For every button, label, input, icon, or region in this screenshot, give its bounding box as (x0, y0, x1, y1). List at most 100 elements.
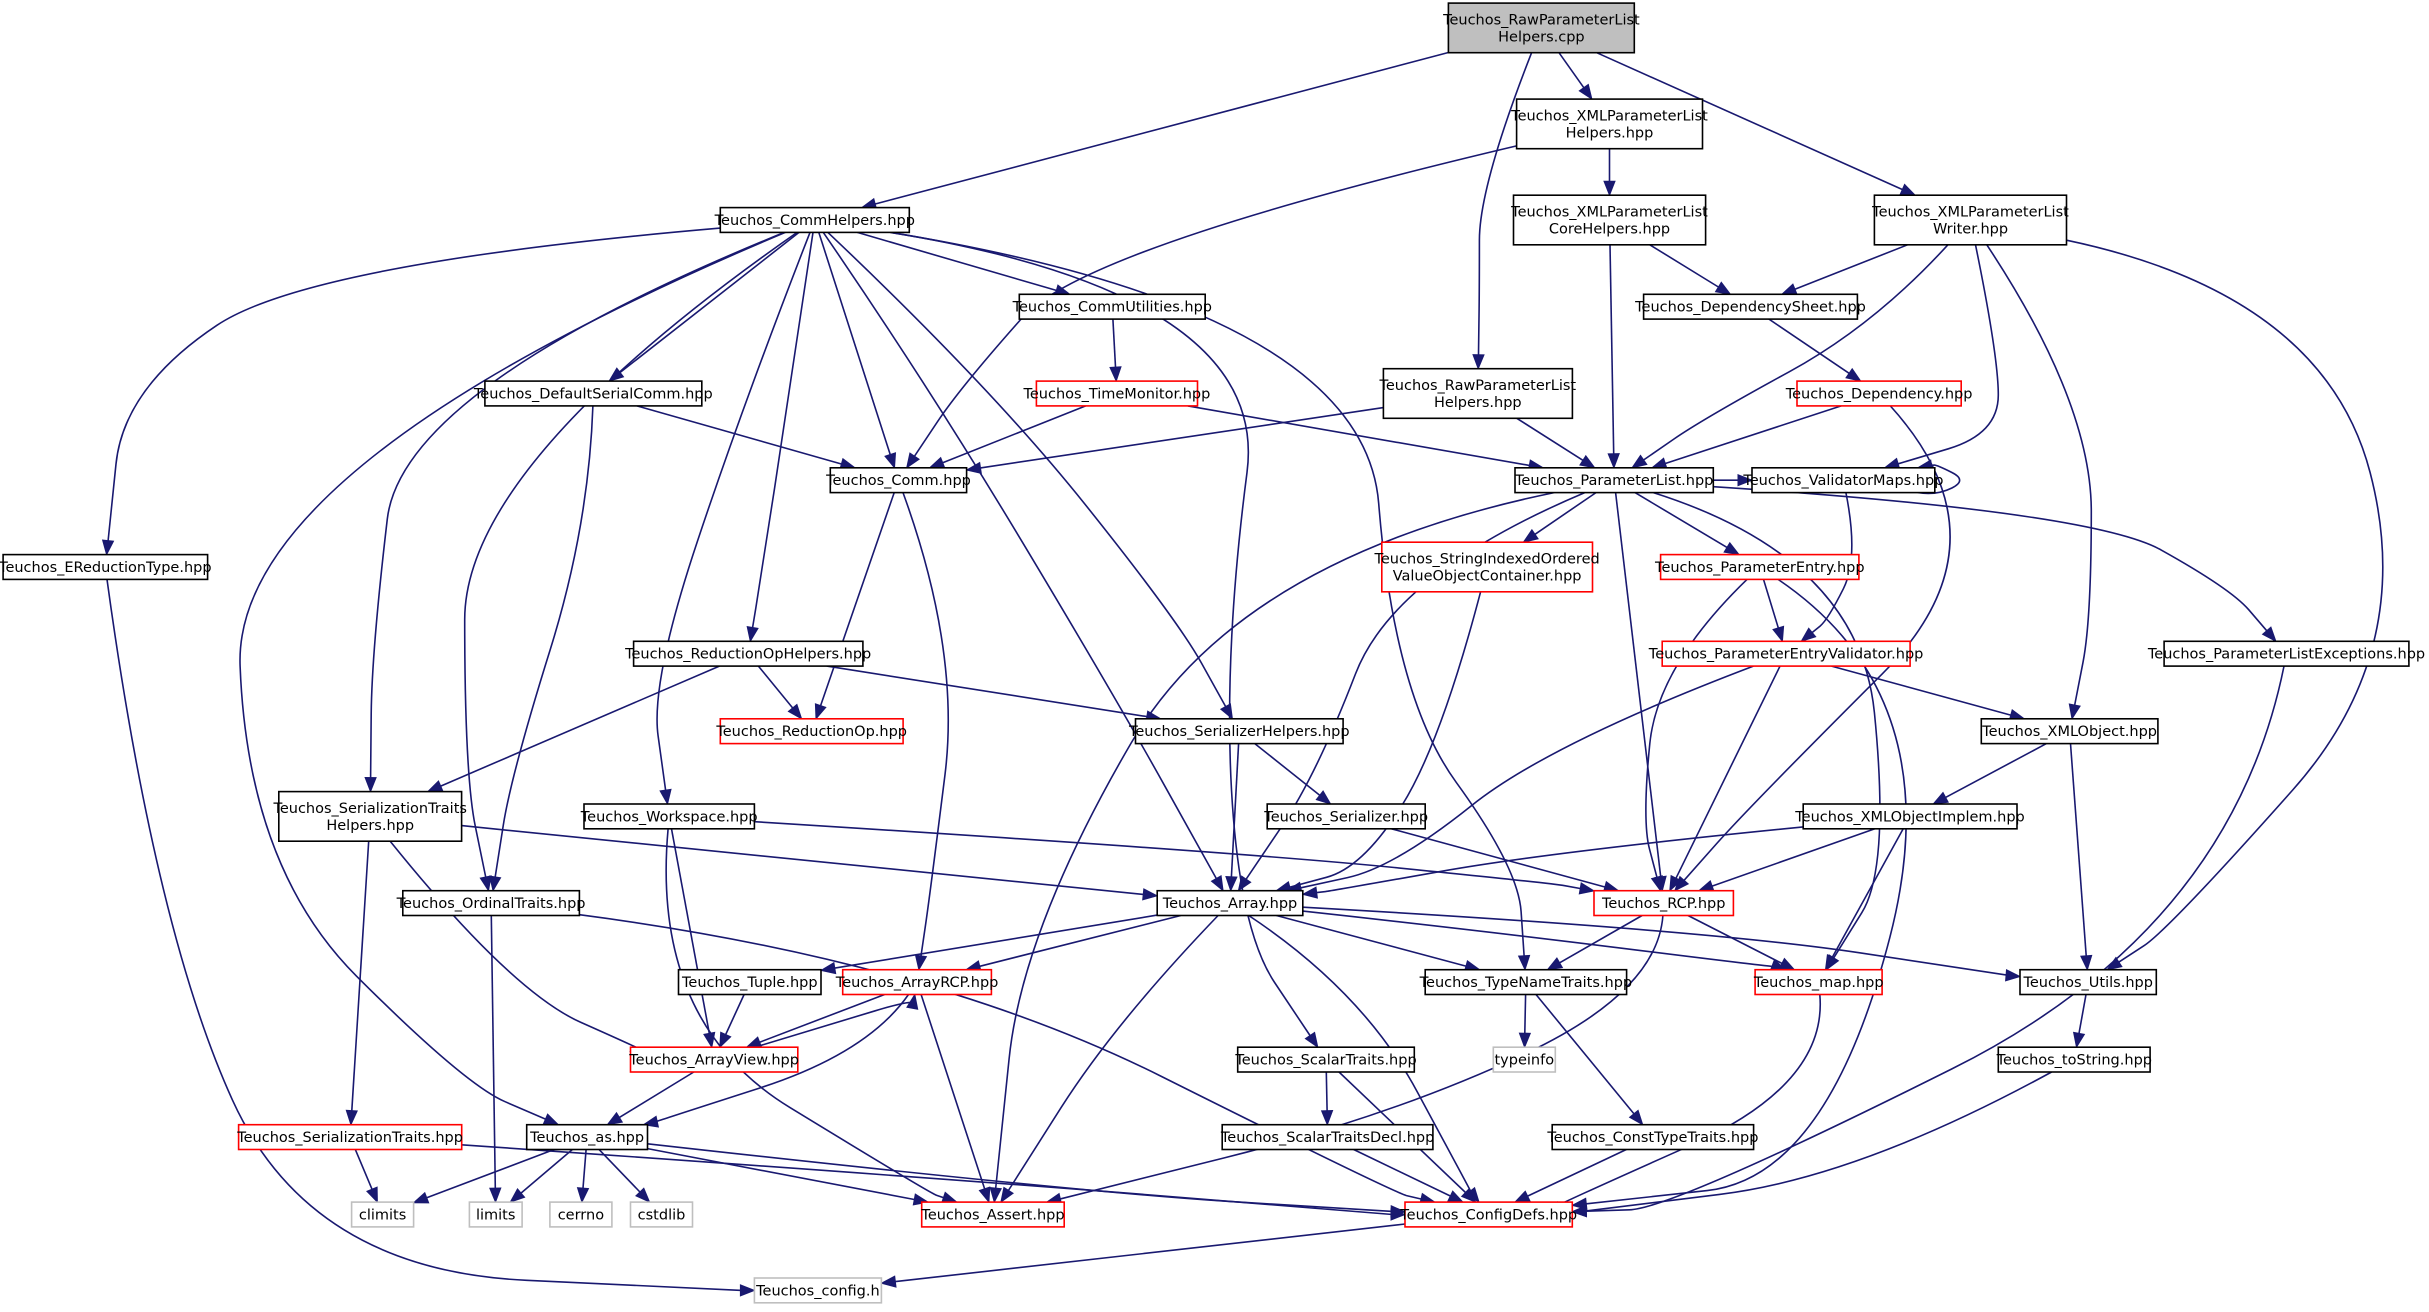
node-box-redophelp (632, 640, 864, 667)
node-xmlobjimpl[interactable]: Teuchos_XMLObjectImplem.hpp (1794, 803, 2025, 830)
node-ereduct[interactable]: Teuchos_EReductionType.hpp (0, 553, 212, 581)
node-typename[interactable]: Teuchos_TypeNameTraits.hpp (1419, 968, 1632, 996)
node-consttype[interactable]: Teuchos_ConstTypeTraits.hpp (1546, 1123, 1758, 1151)
node-reductop[interactable]: Teuchos_ReductionOp.hpp (715, 717, 907, 745)
node-arrayrcp[interactable]: Teuchos_ArrayRCP.hpp (835, 968, 999, 996)
arrowhead-plist-to-strindexed (1522, 528, 1539, 543)
node-tostring[interactable]: Teuchos_toString.hpp (1996, 1046, 2152, 1073)
node-label-serializer-line1: Teuchos_Serializer.hpp (1263, 809, 1428, 825)
arrowhead-redophelp-to-sertraithelp (426, 780, 444, 793)
node-scalartraits[interactable]: Teuchos_ScalarTraits.hpp (1234, 1046, 1417, 1073)
node-serializer[interactable]: Teuchos_Serializer.hpp (1263, 803, 1428, 830)
edge-ordinal-to-configdefs (579, 913, 1422, 1200)
node-box-climits (350, 1201, 415, 1228)
node-utils[interactable]: Teuchos_Utils.hpp (2019, 968, 2158, 996)
node-commutil[interactable]: Teuchos_CommUtilities.hpp (1012, 293, 1212, 320)
node-depsheet[interactable]: Teuchos_DependencySheet.hpp (1634, 293, 1866, 320)
edge-array-to-typename (1276, 914, 1467, 967)
node-label-xmlobjimpl-line1: Teuchos_XMLObjectImplem.hpp (1794, 809, 2024, 825)
node-assert[interactable]: Teuchos_Assert.hpp (920, 1201, 1066, 1228)
arrowhead-typename-to-consttype (1628, 1109, 1644, 1126)
node-label-config-line1: Teuchos_config.h (755, 1283, 880, 1299)
node-arrayview[interactable]: Teuchos_ArrayView.hpp (628, 1046, 799, 1073)
arrowhead-comm-to-arrayrcp (914, 954, 928, 972)
node-label-dependency-line1: Teuchos_Dependency.hpp (1785, 387, 1973, 403)
edge-xmlplw-to-plist (1643, 244, 1949, 461)
node-sertraits[interactable]: Teuchos_SerializationTraits.hpp (236, 1123, 463, 1151)
node-label-limits-line1: limits (476, 1208, 515, 1224)
edge-sertraithelp-to-sertraits (351, 841, 370, 1111)
node-pentryval[interactable]: Teuchos_ParameterEntryValidator.hpp (1648, 640, 1924, 667)
node-redophelp[interactable]: Teuchos_ReductionOpHelpers.hpp (624, 640, 871, 667)
node-limits[interactable]: limits (468, 1201, 523, 1228)
node-rcp[interactable]: Teuchos_RCP.hpp (1593, 889, 1735, 917)
arrowhead-commhelpers-to-ordinal (479, 875, 492, 893)
node-commhelpers[interactable]: Teuchos_CommHelpers.hpp (714, 206, 915, 234)
edge-array-to-utils (1302, 906, 2011, 977)
node-label-xmlobject-line1: Teuchos_XMLObject.hpp (1981, 724, 2157, 740)
arrowhead-plist-to-valmaps (1737, 473, 1754, 487)
edge-xmlplch-to-depsheet (1649, 244, 1719, 288)
arrowhead-xmlplh-to-comm (905, 452, 920, 469)
arrowhead-timemon-to-comm (928, 456, 946, 469)
node-box-configdefs (1404, 1201, 1574, 1228)
node-cerrno[interactable]: cerrno (549, 1201, 613, 1228)
node-plexcept[interactable]: Teuchos_ParameterListExceptions.hpp (2147, 640, 2425, 667)
node-serhelp[interactable]: Teuchos_SerializerHelpers.hpp (1128, 717, 1350, 745)
node-cstdlib[interactable]: cstdlib (629, 1201, 694, 1228)
node-label-plexcept-line1: Teuchos_ParameterListExceptions.hpp (2147, 647, 2425, 663)
graph-edges (101, 51, 2384, 1297)
node-xmlobject[interactable]: Teuchos_XMLObject.hpp (1980, 717, 2159, 745)
node-dependency[interactable]: Teuchos_Dependency.hpp (1785, 380, 1973, 407)
node-label-sertraits-line1: Teuchos_SerializationTraits.hpp (236, 1130, 463, 1146)
node-label-typename-line1: Teuchos_TypeNameTraits.hpp (1419, 975, 1632, 991)
node-configdefs[interactable]: Teuchos_ConfigDefs.hpp (1399, 1201, 1577, 1228)
node-pentry[interactable]: Teuchos_ParameterEntry.hpp (1654, 553, 1865, 581)
node-plist[interactable]: Teuchos_ParameterList.hpp (1514, 466, 1715, 494)
edge-xmlplw-to-xmlobject (1986, 244, 2093, 706)
node-defserial[interactable]: Teuchos_DefaultSerialComm.hpp (473, 380, 713, 407)
node-ordinal[interactable]: Teuchos_OrdinalTraits.hpp (396, 889, 586, 917)
node-valmaps[interactable]: Teuchos_ValidatorMaps.hpp (1742, 466, 1943, 494)
arrowhead-xmlplch-to-depsheet (1714, 281, 1732, 296)
node-climits[interactable]: climits (350, 1201, 415, 1228)
node-as[interactable]: Teuchos_as.hpp (525, 1123, 649, 1151)
node-workspace[interactable]: Teuchos_Workspace.hpp (580, 803, 758, 830)
node-box-workspace (583, 803, 756, 830)
edge-xmlplw-to-depsheet (1794, 244, 1908, 290)
node-box-typeinfo (1492, 1046, 1557, 1073)
arrowhead-commhelpers-to-sertraithelp (364, 776, 377, 793)
node-box-scalardecl (1221, 1123, 1434, 1151)
node-strindexed[interactable]: Teuchos_StringIndexedOrderedValueObjectC… (1373, 541, 1600, 593)
node-array[interactable]: Teuchos_Array.hpp (1156, 889, 1304, 917)
edge-plist-to-strindexed (1534, 491, 1597, 535)
node-config[interactable]: Teuchos_config.h (753, 1277, 883, 1304)
node-label-sertraithelp-line2: Helpers.hpp (326, 818, 414, 834)
node-label-arrayview-line1: Teuchos_ArrayView.hpp (628, 1053, 799, 1069)
node-typeinfo[interactable]: typeinfo (1492, 1046, 1557, 1073)
node-tuple[interactable]: Teuchos_Tuple.hpp (677, 968, 822, 996)
arrowhead-plist-to-plexcept (2261, 626, 2277, 643)
arrowhead-utils-to-tostring (2072, 1031, 2086, 1049)
node-map[interactable]: Teuchos_map.hpp (1753, 968, 1884, 996)
arrowhead-commhelpers-to-typename (1517, 954, 1531, 972)
node-box-config (753, 1277, 883, 1304)
edge-as-to-cstdlib (598, 1148, 641, 1193)
edge-comm-to-arrayrcp (902, 492, 950, 957)
node-label-commhelpers-line1: Teuchos_CommHelpers.hpp (714, 213, 915, 229)
node-timemon[interactable]: Teuchos_TimeMonitor.hpp (1022, 380, 1210, 407)
edge-typename-to-consttype (1535, 993, 1635, 1115)
node-label-map-line1: Teuchos_map.hpp (1753, 975, 1884, 991)
node-label-consttype-line1: Teuchos_ConstTypeTraits.hpp (1546, 1130, 1758, 1146)
node-scalardecl[interactable]: Teuchos_ScalarTraitsDecl.hpp (1220, 1123, 1434, 1151)
edge-dependency-to-plist (1665, 405, 1842, 465)
node-label-commutil-line1: Teuchos_CommUtilities.hpp (1012, 300, 1212, 316)
node-comm[interactable]: Teuchos_Comm.hpp (825, 466, 971, 494)
node-box-rawplh (1382, 367, 1574, 420)
